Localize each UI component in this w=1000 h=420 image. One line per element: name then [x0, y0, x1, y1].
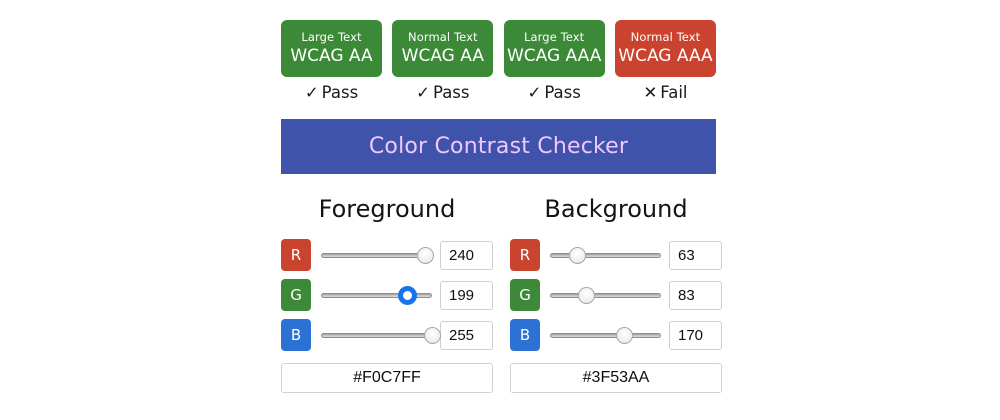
wcag-result-column: Normal Text WCAG AA ✓Pass	[392, 20, 494, 102]
wcag-status-label: Pass	[321, 83, 359, 102]
wcag-status: ✕Fail	[643, 83, 687, 102]
foreground-channel-b: B 255	[281, 319, 493, 351]
wcag-result-column: Large Text WCAG AA ✓Pass	[281, 20, 382, 102]
channel-swatch-r: R	[281, 239, 311, 271]
wcag-badge: Normal Text WCAG AAA	[614, 20, 716, 77]
background-value-b[interactable]: 170	[669, 320, 722, 350]
foreground-value-g[interactable]: 199	[440, 280, 493, 310]
foreground-slider-g[interactable]	[321, 279, 432, 311]
wcag-result-column: Normal Text WCAG AAA ✕Fail	[614, 20, 716, 102]
wcag-level-label: WCAG AA	[290, 46, 373, 66]
background-slider-b[interactable]	[550, 319, 661, 351]
foreground-value-b[interactable]: 255	[440, 320, 493, 350]
wcag-level-label: WCAG AAA	[618, 46, 713, 66]
color-preview-bar: Color Contrast Checker	[281, 119, 716, 174]
wcag-status: ✓Pass	[416, 83, 469, 102]
wcag-status-label: Fail	[660, 83, 688, 102]
wcag-scope-label: Normal Text	[630, 30, 701, 44]
channel-swatch-b: B	[281, 319, 311, 351]
slider-track	[550, 253, 661, 258]
check-icon: ✓	[304, 83, 319, 102]
foreground-hex-input[interactable]: #F0C7FF	[281, 363, 493, 393]
background-channel-g: G 83	[510, 279, 722, 311]
channel-swatch-g: G	[281, 279, 311, 311]
wcag-scope-label: Normal Text	[408, 30, 478, 44]
preview-text: Color Contrast Checker	[368, 134, 629, 159]
cross-icon: ✕	[643, 83, 658, 102]
background-slider-r[interactable]	[550, 239, 661, 271]
wcag-badge: Normal Text WCAG AA	[392, 20, 494, 77]
slider-track	[550, 333, 661, 338]
wcag-scope-label: Large Text	[524, 30, 585, 44]
background-value-r[interactable]: 63	[669, 240, 722, 270]
slider-track	[321, 333, 432, 338]
foreground-slider-r[interactable]	[321, 239, 434, 271]
foreground-value-r[interactable]: 240	[440, 240, 493, 270]
wcag-status: ✓Pass	[305, 83, 358, 102]
background-value-g[interactable]: 83	[669, 280, 722, 310]
slider-track	[321, 253, 432, 258]
wcag-results-row: Large Text WCAG AA ✓Pass Normal Text WCA…	[281, 20, 716, 102]
channel-swatch-g: G	[510, 279, 540, 311]
background-hex-input[interactable]: #3F53AA	[510, 363, 722, 393]
channel-swatch-b: B	[510, 319, 540, 351]
slider-thumb[interactable]	[399, 287, 417, 304]
slider-thumb[interactable]	[416, 247, 434, 264]
foreground-title: Foreground	[318, 195, 456, 223]
slider-thumb[interactable]	[615, 327, 633, 344]
channel-swatch-r: R	[510, 239, 540, 271]
wcag-scope-label: Large Text	[301, 30, 362, 44]
foreground-channel-r: R 240	[281, 239, 493, 271]
wcag-badge: Large Text WCAG AA	[281, 20, 382, 77]
background-title: Background	[544, 195, 688, 223]
wcag-badge: Large Text WCAG AAA	[503, 20, 605, 77]
slider-track	[550, 293, 661, 298]
check-icon: ✓	[527, 83, 542, 102]
background-column: Background R 63 G 83 B 170 #3F	[510, 195, 722, 393]
wcag-status: ✓Pass	[527, 83, 580, 102]
background-channel-b: B 170	[510, 319, 722, 351]
slider-thumb[interactable]	[568, 247, 586, 264]
wcag-status-label: Pass	[432, 83, 470, 102]
slider-thumb[interactable]	[423, 327, 441, 344]
slider-thumb[interactable]	[577, 287, 595, 304]
background-channel-r: R 63	[510, 239, 722, 271]
foreground-slider-b[interactable]	[321, 319, 441, 351]
wcag-level-label: WCAG AAA	[506, 46, 602, 66]
foreground-column: Foreground R 240 G 199 B 255 #	[281, 195, 493, 393]
color-editor-columns: Foreground R 240 G 199 B 255 #	[281, 195, 722, 393]
wcag-status-label: Pass	[544, 83, 581, 102]
foreground-channel-g: G 199	[281, 279, 493, 311]
check-icon: ✓	[416, 83, 430, 102]
wcag-level-label: WCAG AA	[401, 46, 484, 66]
wcag-result-column: Large Text WCAG AAA ✓Pass	[503, 20, 605, 102]
background-slider-g[interactable]	[550, 279, 661, 311]
slider-track	[321, 293, 432, 298]
